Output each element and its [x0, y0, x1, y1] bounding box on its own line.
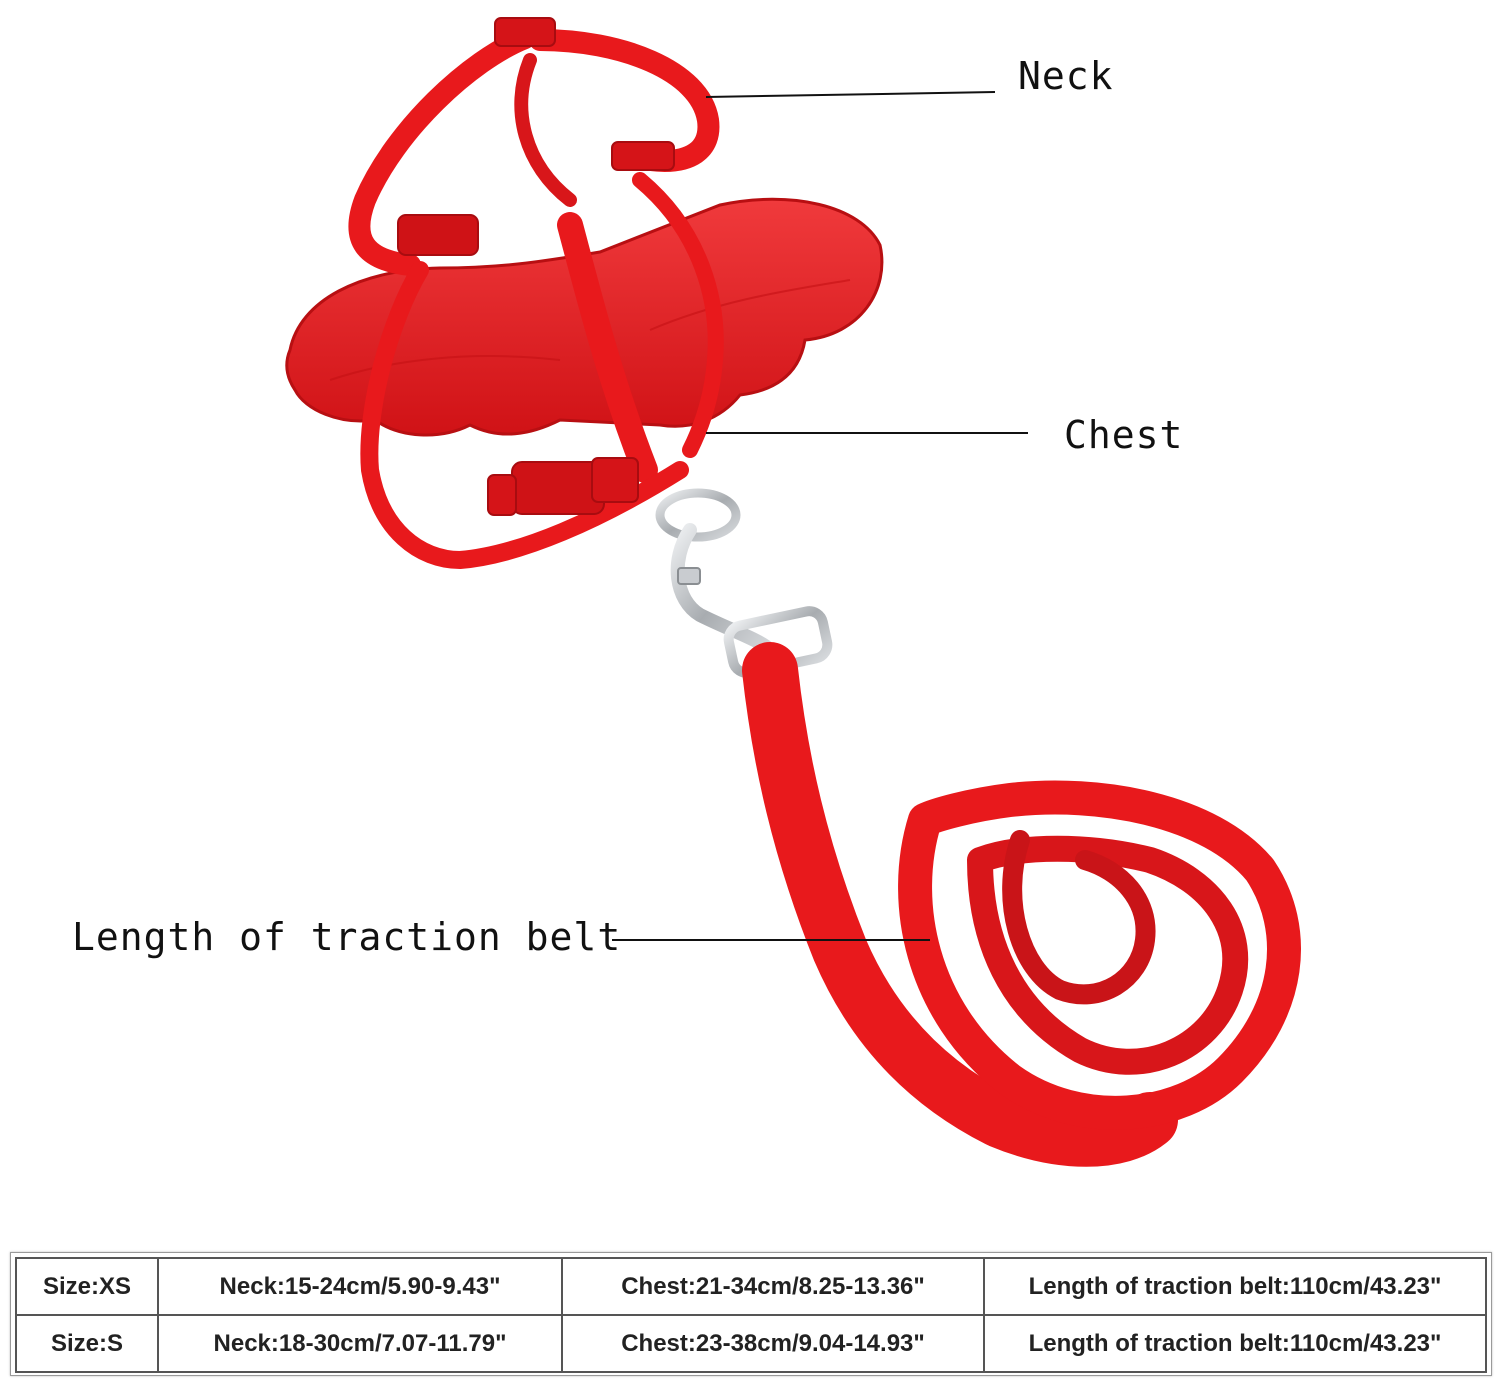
traction-cell: Length of traction belt:110cm/43.23"	[983, 1314, 1487, 1373]
size-cell: Size:S	[15, 1314, 159, 1373]
center-strap	[360, 172, 724, 570]
harness-illustration	[285, 17, 1301, 1167]
metal-clasp	[655, 488, 833, 678]
table-row: Size:XS Neck:15-24cm/5.90-9.43" Chest:21…	[15, 1257, 1487, 1316]
chest-cell: Chest:21-34cm/8.25-13.36"	[561, 1257, 985, 1316]
table-row: Size:S Neck:18-30cm/7.07-11.79" Chest:23…	[15, 1314, 1487, 1373]
neck-cell: Neck:15-24cm/5.90-9.43"	[157, 1257, 563, 1316]
neck-slider-buckle	[494, 17, 556, 47]
traction-belt-label: Length of traction belt	[72, 915, 622, 959]
chest-cell: Chest:23-38cm/9.04-14.93"	[561, 1314, 985, 1373]
size-chart: Size:XS Neck:15-24cm/5.90-9.43" Chest:21…	[10, 1252, 1492, 1376]
neck-adjuster-buckle	[611, 141, 675, 171]
neck-cell: Neck:18-30cm/7.07-11.79"	[157, 1314, 563, 1373]
neck-label: Neck	[1018, 54, 1114, 98]
chest-buckle	[487, 457, 639, 516]
traction-cell: Length of traction belt:110cm/43.23"	[983, 1257, 1487, 1316]
neck-callout-line	[705, 91, 996, 98]
neck-strap	[348, 27, 720, 276]
size-table: Size:XS Neck:15-24cm/5.90-9.43" Chest:21…	[15, 1257, 1487, 1373]
leash-strap	[742, 642, 1301, 1167]
chest-label: Chest	[1064, 413, 1184, 457]
side-clip-buckle	[397, 214, 479, 256]
size-cell: Size:XS	[15, 1257, 159, 1316]
